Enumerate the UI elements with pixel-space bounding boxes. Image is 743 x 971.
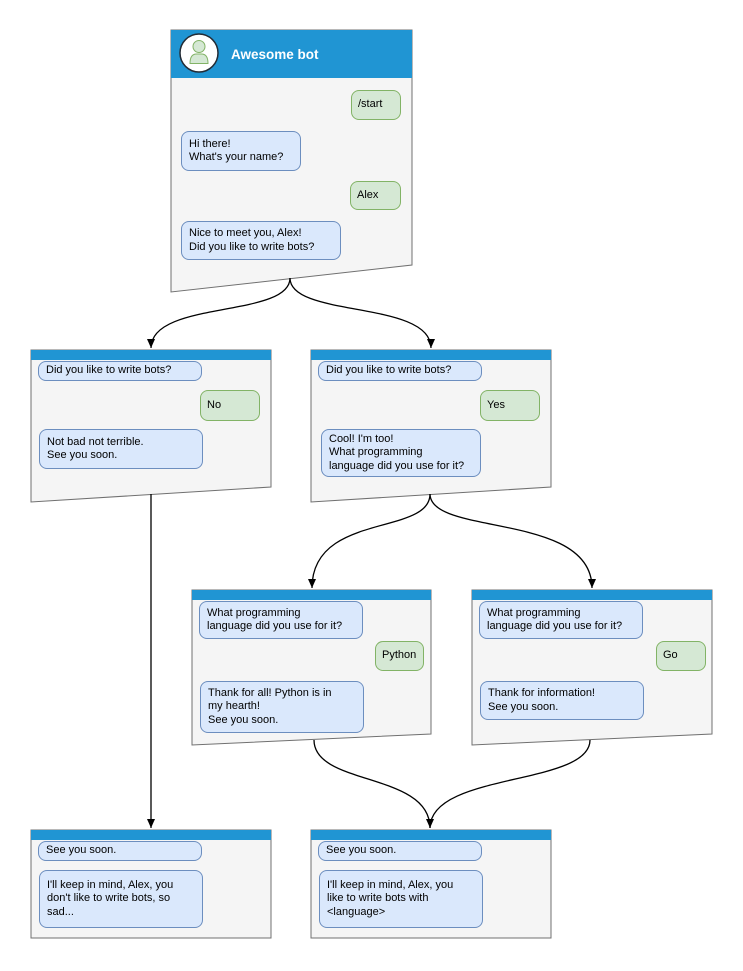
chat-bubble-bot: See you soon. bbox=[318, 841, 482, 861]
person-icon-head bbox=[192, 40, 206, 53]
flow-arrow-main-to-no bbox=[147, 277, 291, 349]
final-lang-header bbox=[311, 830, 551, 840]
chat-bubble-user: /start bbox=[351, 90, 401, 120]
chat-bubble-bot: Did you like to write bots? bbox=[38, 361, 202, 381]
flow-arrow-go-to-final bbox=[429, 739, 591, 829]
flow-arrow-yes-to-python bbox=[308, 493, 431, 589]
final-no-header bbox=[31, 830, 271, 840]
chat-bubble-bot: I'll keep in mind, Alex, you like to wri… bbox=[319, 870, 483, 928]
chat-bubble-bot: Not bad not terrible. See you soon. bbox=[39, 429, 203, 469]
chat-bubble-bot: Thank for information! See you soon. bbox=[480, 681, 644, 720]
chat-bubble-bot: Cool! I'm too! What programming language… bbox=[321, 429, 481, 477]
flow-arrow-python-to-final bbox=[313, 739, 434, 829]
chat-bubble-bot: Hi there! What's your name? bbox=[181, 131, 301, 171]
branch-no-header bbox=[31, 350, 271, 360]
flow-arrow-main-to-yes bbox=[289, 277, 435, 349]
chat-bubble-bot: Nice to meet you, Alex! Did you like to … bbox=[181, 221, 341, 260]
chat-bubble-bot: Did you like to write bots? bbox=[318, 361, 482, 381]
branch-yes-header bbox=[311, 350, 551, 360]
chat-bubble-bot: See you soon. bbox=[38, 841, 202, 861]
chat-bubble-bot: I'll keep in mind, Alex, you don't like … bbox=[39, 870, 203, 928]
chat-bubble-user: Yes bbox=[480, 390, 540, 421]
chat-bubble-user: No bbox=[200, 390, 260, 421]
main-window-title: Awesome bot bbox=[231, 46, 319, 62]
chat-bubble-bot: What programming language did you use fo… bbox=[199, 601, 363, 639]
python-window-header bbox=[192, 590, 431, 600]
chat-bubble-bot: Thank for all! Python is in my hearth! S… bbox=[200, 681, 364, 733]
chat-bubble-user: Go bbox=[656, 641, 706, 671]
chat-bubble-user: Python bbox=[375, 641, 424, 671]
chat-bubble-user: Alex bbox=[350, 181, 401, 210]
flow-arrow-yes-to-go bbox=[429, 493, 596, 589]
chat-bubble-bot: What programming language did you use fo… bbox=[479, 601, 643, 639]
person-icon-body bbox=[189, 53, 209, 64]
go-window-header bbox=[472, 590, 712, 600]
